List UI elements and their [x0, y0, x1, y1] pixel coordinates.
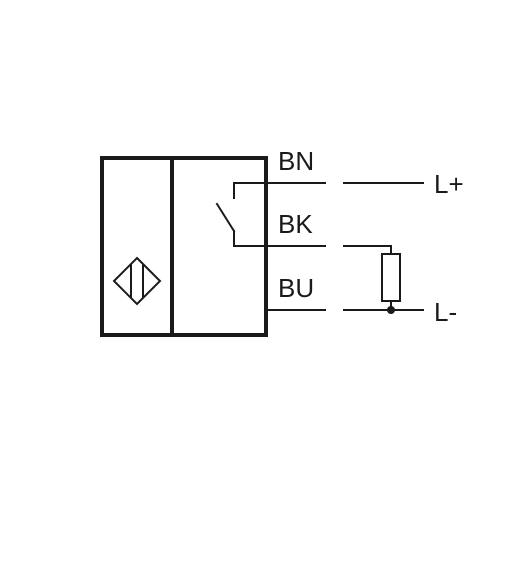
- label-l-plus: L+: [434, 169, 464, 199]
- junction-dot: [387, 306, 395, 314]
- resistor-load-icon: [381, 253, 401, 314]
- label-bn: BN: [278, 146, 314, 176]
- label-bu: BU: [278, 273, 314, 303]
- label-bk: BK: [278, 209, 313, 239]
- label-l-minus: L-: [434, 297, 457, 327]
- normally-open-switch-icon: [215, 182, 267, 247]
- wire-black: [265, 245, 392, 255]
- inductive-sensor-icon: [112, 256, 162, 306]
